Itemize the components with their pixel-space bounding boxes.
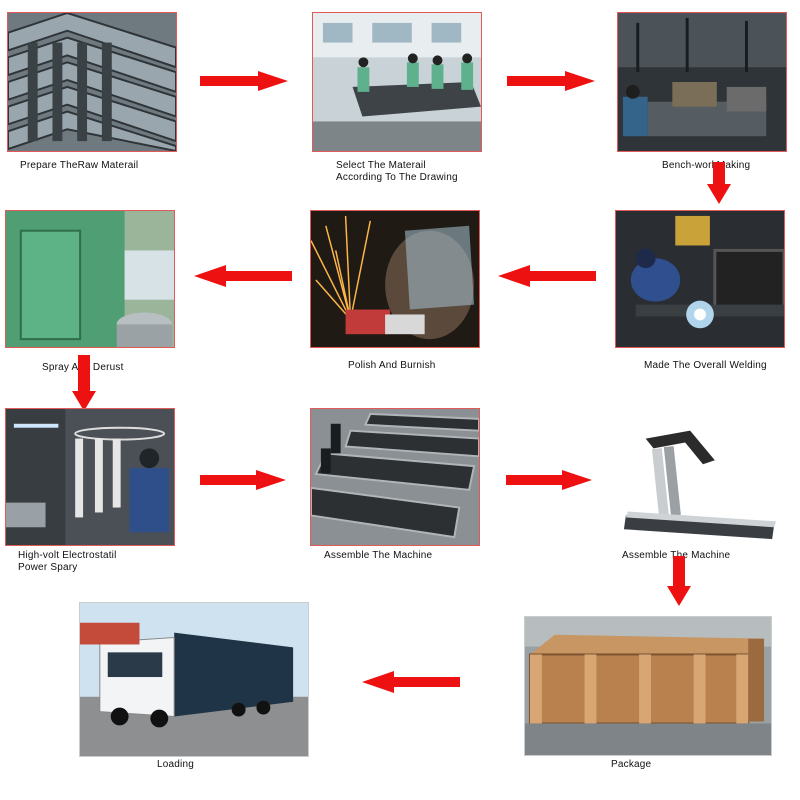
photo-loading-truck [79,602,309,757]
arrow-left [498,265,596,287]
arrow-right [200,71,288,91]
arrow-right [506,470,592,490]
step-label: Made The Overall Welding [644,360,767,371]
step-label: High-volt Electrostatil Power Spary [18,550,117,573]
photo-welding [615,210,785,348]
photo-spray-derust [5,210,175,348]
arrow-left [194,265,292,287]
step-label: Prepare TheRaw Materail [20,160,139,171]
step-label: Bench-workMaking [662,160,751,171]
photo-package [524,616,772,756]
arrow-down [72,355,96,411]
step-label: Assemble The Machine [324,550,433,561]
photo-finished-treadmill [615,408,785,546]
photo-assemble-line [310,408,480,546]
arrow-left [362,671,460,693]
arrow-down [707,162,731,204]
arrow-right [507,71,595,91]
step-label: Loading [157,759,194,770]
step-label: Polish And Burnish [348,360,436,371]
photo-bench-work [617,12,787,152]
photo-select-material [312,12,482,152]
step-label: Assemble The Machine [622,550,731,561]
arrow-right [200,470,286,490]
arrow-down [667,556,691,606]
step-label: Package [611,759,652,770]
step-label: Select The Materail According To The Dra… [336,160,458,183]
photo-polish [310,210,480,348]
photo-powder-spray [5,408,175,546]
photo-raw-material [7,12,177,152]
